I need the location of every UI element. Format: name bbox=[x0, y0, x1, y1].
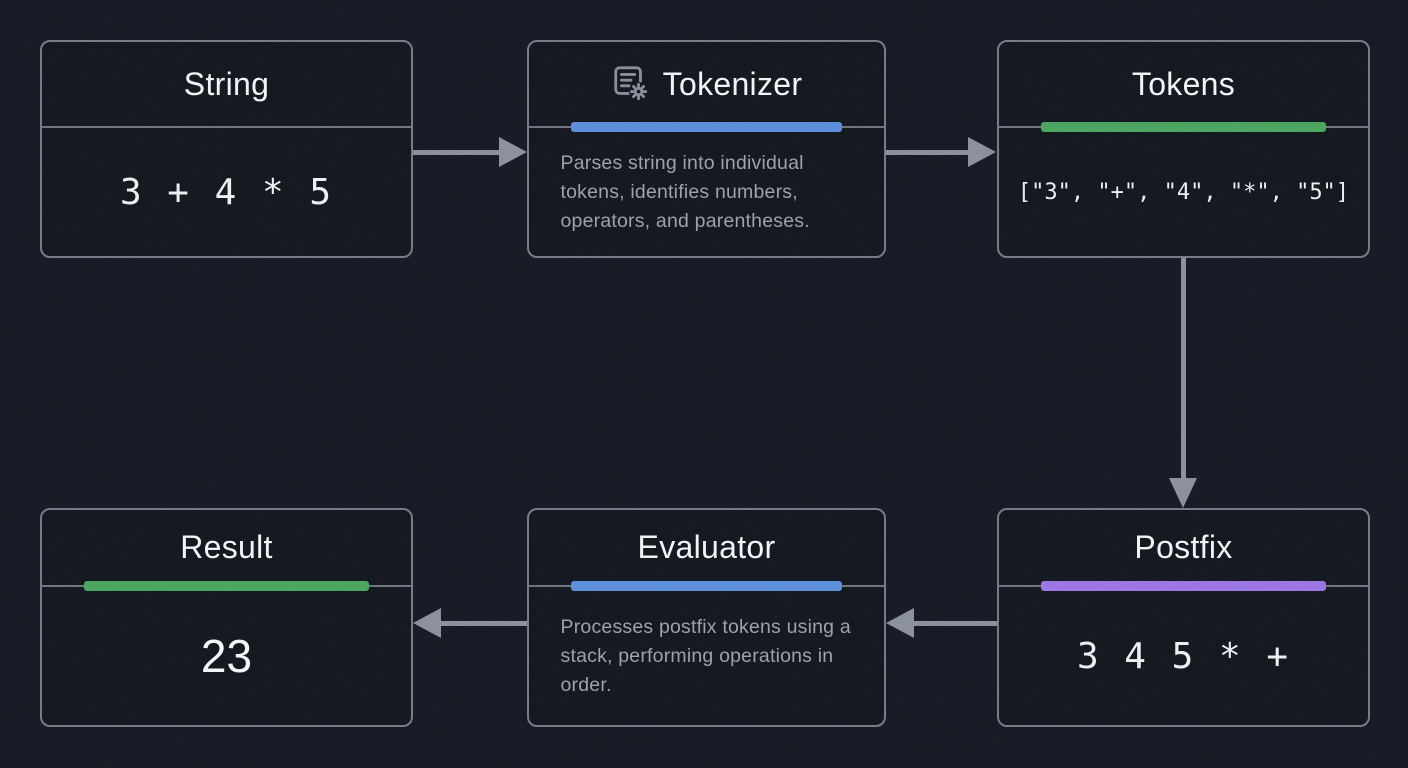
node-evaluator-description: Processes postfix tokens using a stack, … bbox=[560, 615, 851, 696]
node-postfix-body: 3 4 5 * + bbox=[999, 587, 1368, 725]
node-string: String 3 + 4 * 5 bbox=[40, 40, 413, 258]
result-accent-bar bbox=[84, 581, 369, 591]
node-tokenizer-description: Parses string into individual tokens, id… bbox=[560, 151, 810, 232]
node-evaluator-body: Processes postfix tokens using a stack, … bbox=[529, 587, 884, 725]
arrow-evaluator-to-result-head bbox=[413, 608, 441, 638]
arrow-tokenizer-to-tokens-line bbox=[886, 150, 969, 155]
arrow-postfix-to-evaluator-line bbox=[913, 621, 997, 626]
document-gear-icon bbox=[611, 64, 649, 107]
tokens-accent-bar bbox=[1041, 122, 1326, 132]
node-tokenizer-body: Parses string into individual tokens, id… bbox=[529, 128, 884, 256]
arrow-tokenizer-to-tokens-head bbox=[968, 137, 996, 167]
node-result-title: Result bbox=[180, 529, 273, 565]
node-postfix-value: 3 4 5 * + bbox=[1076, 635, 1291, 677]
node-postfix: Postfix 3 4 5 * + bbox=[997, 508, 1370, 727]
node-tokenizer: Tokenizer Parses string into individual … bbox=[527, 40, 886, 258]
node-evaluator-header: Evaluator bbox=[529, 510, 884, 591]
arrow-tokens-to-postfix-head bbox=[1169, 478, 1197, 508]
node-postfix-header: Postfix bbox=[999, 510, 1368, 591]
node-tokens: Tokens ["3", "+", "4", "*", "5"] bbox=[997, 40, 1370, 258]
node-result: Result 23 bbox=[40, 508, 413, 727]
node-string-title: String bbox=[183, 65, 270, 102]
node-string-body: 3 + 4 * 5 bbox=[42, 128, 411, 256]
tokenizer-accent-bar bbox=[571, 122, 842, 132]
node-result-value: 23 bbox=[200, 630, 253, 682]
node-tokenizer-title: Tokenizer bbox=[662, 65, 803, 102]
node-string-header: String bbox=[42, 42, 411, 128]
node-tokens-body: ["3", "+", "4", "*", "5"] bbox=[999, 128, 1368, 256]
node-tokenizer-header: Tokenizer bbox=[529, 42, 884, 132]
arrow-evaluator-to-result-line bbox=[440, 621, 527, 626]
node-tokens-value: ["3", "+", "4", "*", "5"] bbox=[1017, 179, 1350, 205]
node-result-body: 23 bbox=[42, 587, 411, 725]
node-evaluator-title: Evaluator bbox=[637, 529, 776, 565]
node-string-value: 3 + 4 * 5 bbox=[119, 171, 334, 213]
postfix-accent-bar bbox=[1041, 581, 1326, 591]
arrow-postfix-to-evaluator-head bbox=[886, 608, 914, 638]
arrow-tokens-to-postfix-line bbox=[1181, 258, 1186, 479]
arrow-string-to-tokenizer-head bbox=[499, 137, 527, 167]
node-result-header: Result bbox=[42, 510, 411, 591]
node-tokens-header: Tokens bbox=[999, 42, 1368, 132]
arrow-string-to-tokenizer-line bbox=[413, 150, 500, 155]
node-postfix-title: Postfix bbox=[1134, 529, 1233, 565]
node-evaluator: Evaluator Processes postfix tokens using… bbox=[527, 508, 886, 727]
node-tokens-title: Tokens bbox=[1131, 65, 1236, 102]
evaluator-accent-bar bbox=[571, 581, 842, 591]
